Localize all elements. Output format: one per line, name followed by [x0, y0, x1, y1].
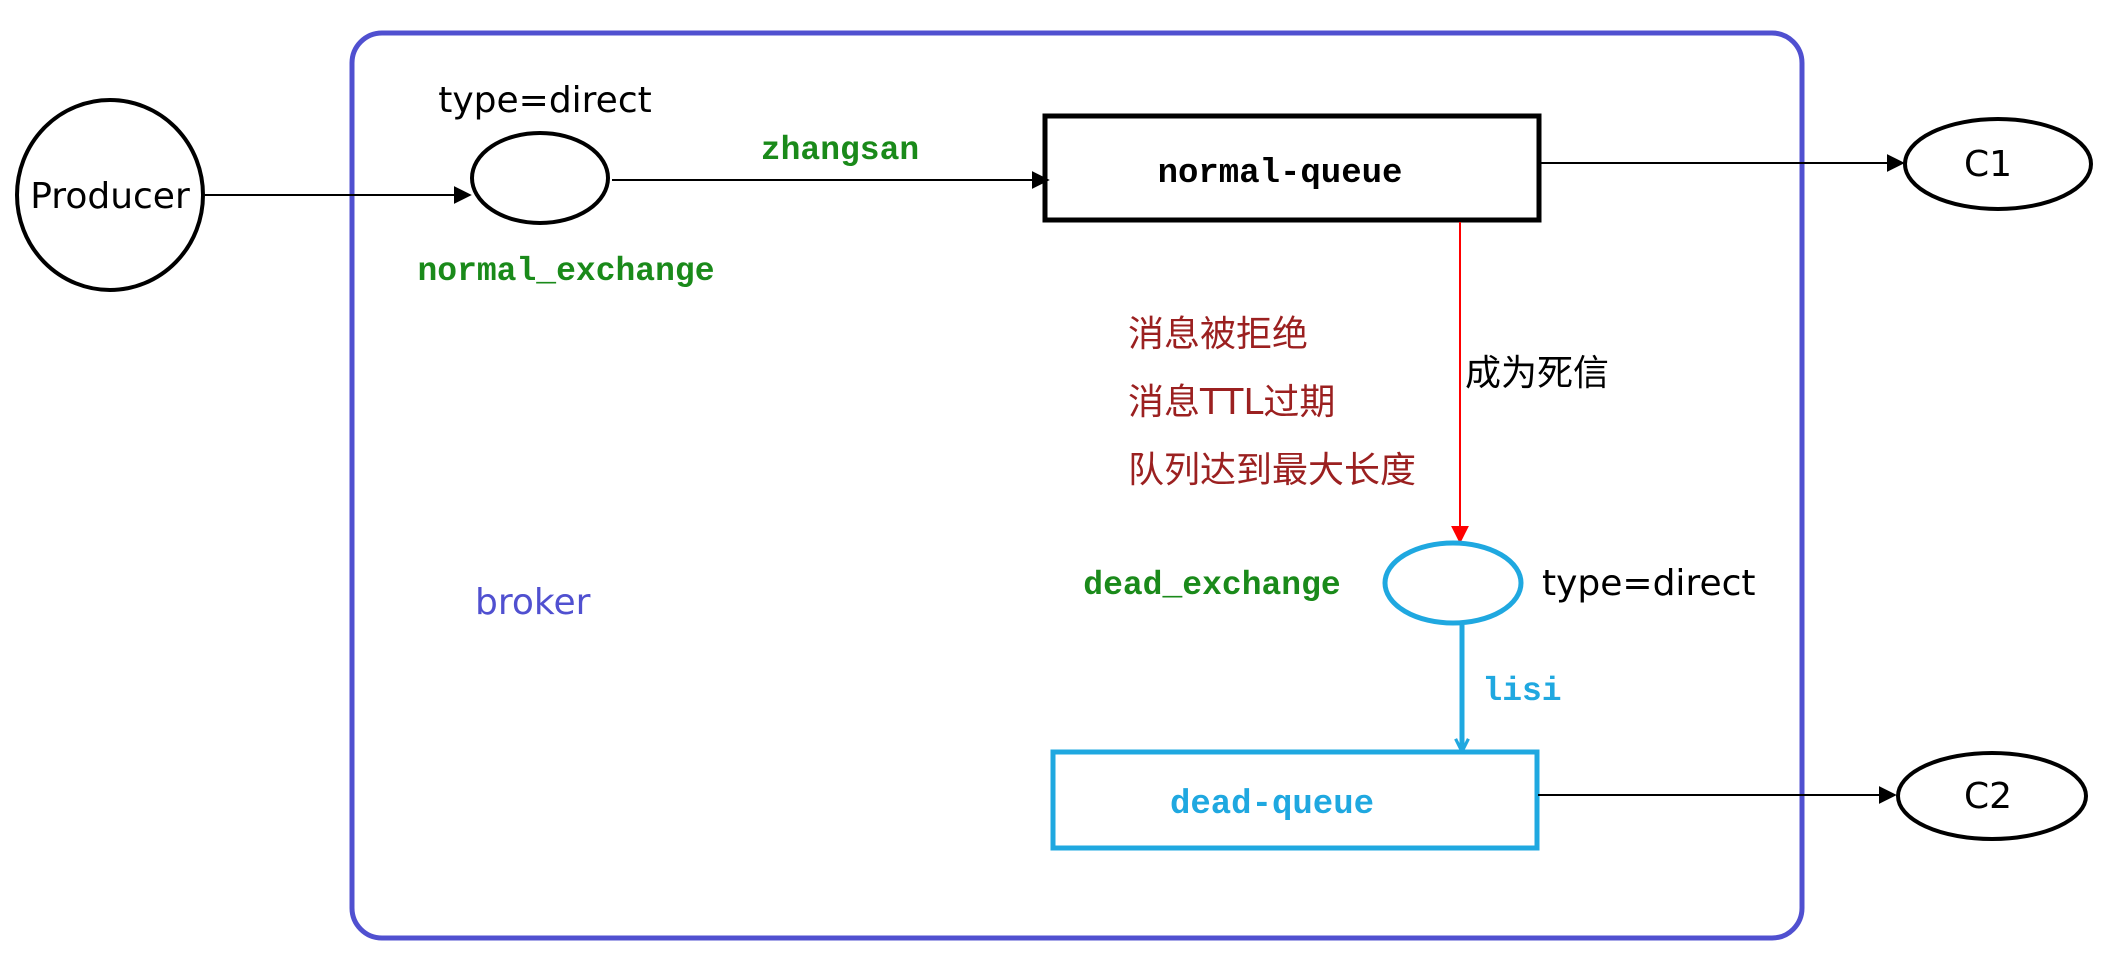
- broker-label: broker: [475, 582, 591, 623]
- dead-queue-label: dead-queue: [1170, 786, 1374, 824]
- c2-node: [1896, 751, 2088, 841]
- normal-queue-node: [1042, 113, 1542, 223]
- dead-exchange-node: [1382, 540, 1524, 626]
- normal-exchange-name-label: normal_exchange: [417, 253, 714, 290]
- producer-label: Producer: [30, 176, 190, 217]
- c2-label: C2: [1964, 776, 2012, 817]
- reason-max-length: 队列达到最大长度: [1128, 450, 1416, 491]
- dead-queue-node: [1050, 749, 1540, 851]
- normal-exchange-type-label: type=direct: [438, 80, 652, 121]
- dead-exchange-name-label: dead_exchange: [1083, 567, 1340, 604]
- reason-ttl-expired: 消息TTL过期: [1128, 382, 1335, 423]
- c1-label: C1: [1964, 144, 2012, 185]
- reason-rejected: 消息被拒绝: [1128, 314, 1308, 355]
- become-dead-letter-label: 成为死信: [1465, 353, 1609, 394]
- broker-container: [349, 30, 1805, 941]
- normal-exchange-node: [470, 131, 610, 225]
- producer-node: [15, 98, 205, 292]
- c1-node: [1903, 117, 2093, 211]
- dead-exchange-type-label: type=direct: [1542, 563, 1756, 604]
- normal-queue-label: normal-queue: [1158, 155, 1403, 193]
- routing-key-zhangsan: zhangsan: [761, 132, 919, 169]
- routing-key-lisi: lisi: [1482, 673, 1561, 710]
